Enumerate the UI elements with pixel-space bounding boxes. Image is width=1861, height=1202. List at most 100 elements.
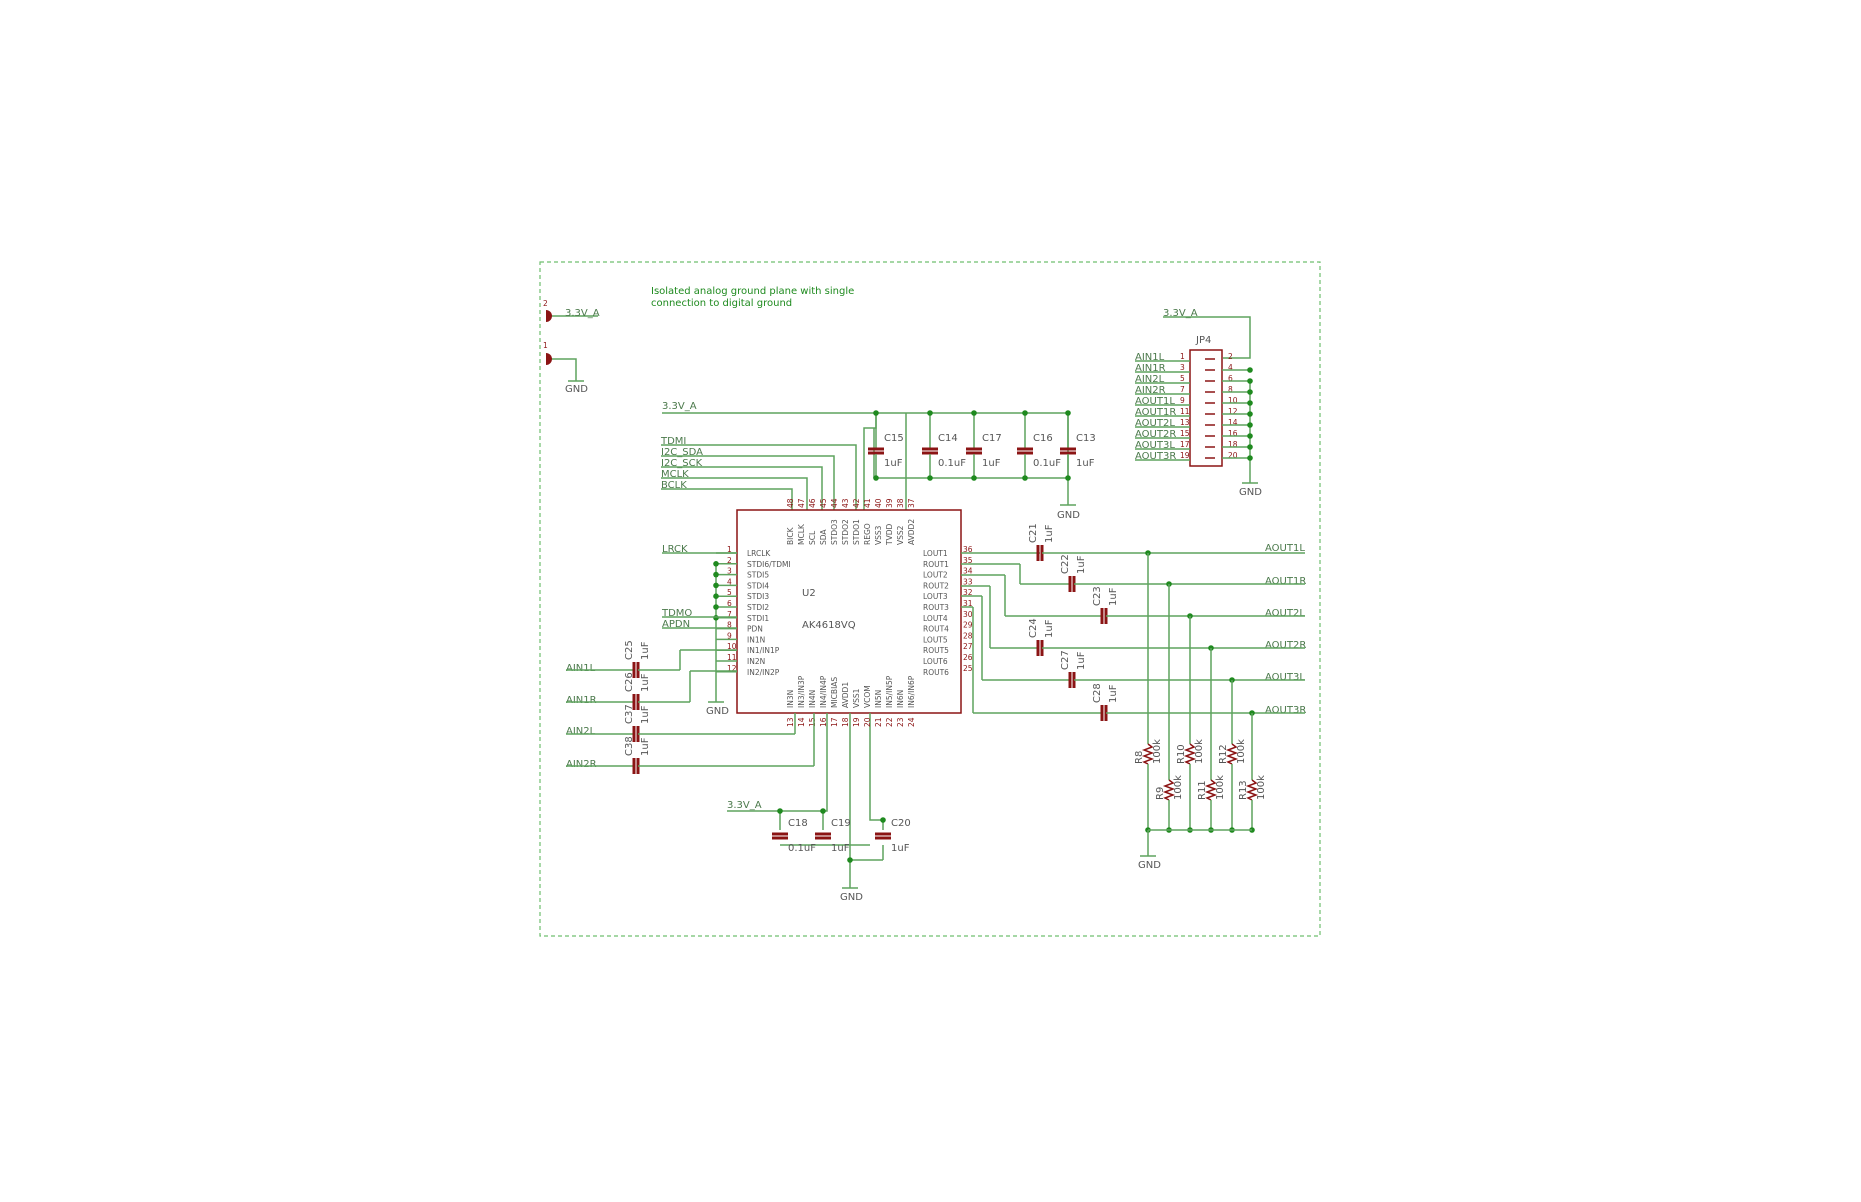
u2-pinname-25: ROUT6: [923, 668, 949, 677]
c22-value: 1uF: [1076, 555, 1087, 574]
net-aout2r: AOUT2R: [1265, 640, 1306, 651]
analog-inputs: AIN1L AIN1R AIN2L AIN2R: [566, 663, 597, 770]
c15-rail-dot: [873, 410, 879, 416]
jp4-connector: JP4 3.3V_A GND: [1163, 308, 1262, 498]
u2-pin-22: 22: [885, 717, 894, 727]
c23-value: 1uF: [1108, 587, 1119, 606]
u2-pinname-46: SCL: [808, 530, 817, 545]
net-ain2l: AIN2L: [566, 726, 596, 737]
net-aout1r: AOUT1R: [1265, 576, 1306, 587]
net-i2c-sda: I2C_SDA: [661, 447, 703, 458]
u2-pinname-40: VSS3: [874, 525, 883, 545]
u2-pinname-34: LOUT2: [923, 571, 948, 580]
u2-pinname-26: LOUT6: [923, 657, 948, 666]
jp4-net-aout2r: AOUT2R: [1135, 429, 1176, 440]
net-lrck: LRCK: [662, 544, 688, 555]
u2-pin-35: 35: [963, 556, 973, 565]
jp4-net-aout3r: AOUT3R: [1135, 451, 1176, 462]
u2-pinname-18: AVDD1: [841, 682, 850, 708]
u2-pinname-45: SDA: [819, 529, 828, 545]
left-nets: LRCK TDMO APDN GND: [661, 544, 729, 717]
u2-pin-45: 45: [819, 498, 828, 508]
u2-pin-48: 48: [786, 498, 795, 508]
jp4-pin-14: 14: [1228, 418, 1238, 427]
u2-pin-21: 21: [874, 717, 883, 727]
u2-pin-8: 8: [727, 621, 732, 630]
u2-pinname-22: IN5/IN5P: [885, 675, 894, 708]
c26-value: 1uF: [640, 673, 651, 692]
u2-pinname-17: MICBIAS: [830, 677, 839, 708]
jp4-gnd-dot-6: [1247, 422, 1253, 428]
u2-pinname-9: IN1N: [747, 635, 765, 644]
u2-pin-6: 6: [727, 599, 732, 608]
r9-ref: R9: [1155, 787, 1166, 800]
c27-value: 1uF: [1076, 651, 1087, 670]
supply-connector-1: [546, 353, 552, 365]
jp4-pin-7: 7: [1180, 385, 1185, 394]
bottom-gnd-label: GND: [840, 892, 863, 903]
u2-pin-30: 30: [963, 610, 973, 619]
c13-gnd-dot: [1065, 475, 1071, 481]
jp4-pin-15: 15: [1180, 429, 1190, 438]
u2-pin-46: 46: [808, 498, 817, 508]
c26-ref: C26: [624, 672, 635, 692]
c13-ref: C13: [1076, 433, 1096, 444]
jp4-gnd-dot-8: [1247, 444, 1253, 450]
u2-pin-16: 16: [819, 717, 828, 727]
c17-gnd-dot: [971, 475, 977, 481]
sheet-frame: [539, 261, 1321, 937]
jp4-pin-4: 4: [1228, 363, 1233, 372]
net-bclk: BCLK: [661, 480, 687, 491]
u2-pin-14: 14: [797, 717, 806, 727]
r11-body: [1204, 779, 1218, 801]
note-line-2: connection to digital ground: [651, 298, 792, 309]
u2-left-dot-5: [713, 593, 719, 599]
u2-pinname-28: LOUT5: [923, 635, 948, 644]
u2-pin-44: 44: [830, 498, 839, 508]
rail-gnd-label: GND: [1057, 510, 1080, 521]
jp4-pin-11: 11: [1180, 407, 1190, 416]
u2-part: AK4618VQ: [802, 620, 856, 631]
u2-pinname-20: VCOM: [863, 685, 872, 708]
jp4-pin-5: 5: [1180, 374, 1185, 383]
jp4-pin-1: 1: [1180, 352, 1185, 361]
jp4-pin-16: 16: [1228, 429, 1238, 438]
jp4-pin-2: 2: [1228, 352, 1233, 361]
jp4-pin-3: 3: [1180, 363, 1185, 372]
supply-gnd-label: GND: [565, 384, 588, 395]
supply-connector-2: [546, 310, 552, 322]
u2-pinname-27: ROUT5: [923, 646, 949, 655]
r12-value: 100k: [1236, 739, 1247, 764]
u2-pinname-8: PDN: [747, 625, 763, 634]
c14-value: 0.1uF: [938, 458, 966, 469]
u2-pin-28: 28: [963, 631, 973, 640]
c14-ref: C14: [938, 433, 958, 444]
jp4-pin-13: 13: [1180, 418, 1190, 427]
c13-rail-dot: [1065, 410, 1071, 416]
r12-body: [1225, 743, 1239, 765]
c13-value: 1uF: [1076, 458, 1095, 469]
net-mclk: MCLK: [661, 469, 689, 480]
analog-outputs: AOUT1L AOUT1R AOUT2L AOUT2R AOUT3L AOUT3…: [1265, 543, 1306, 716]
c28-value: 1uF: [1108, 684, 1119, 703]
jp4-pin-18: 18: [1228, 440, 1238, 449]
c17-ref: C17: [982, 433, 1002, 444]
u2-pin-29: 29: [963, 621, 973, 630]
net-aout1l: AOUT1L: [1265, 543, 1305, 554]
bottom-supply: 3.3V_A GND: [727, 713, 884, 903]
c23-ref: C23: [1092, 586, 1103, 606]
u2-left-dot-2: [713, 561, 719, 567]
c37-value: 1uF: [640, 705, 651, 724]
c17-rail-dot: [971, 410, 977, 416]
u2-pinname-4: STDI4: [747, 581, 769, 590]
u2-pinname-31: ROUT3: [923, 603, 949, 612]
u2-pinname-32: LOUT3: [923, 592, 948, 601]
left-gnd-label: GND: [706, 706, 729, 717]
u2-pin-24: 24: [907, 717, 916, 727]
net-i2c-sck: I2C_SCK: [661, 458, 703, 469]
u2-pinname-43: STDO2: [841, 519, 850, 545]
jp4-3v3-label: 3.3V_A: [1163, 308, 1198, 319]
u2-pinname-3: STDI5: [747, 571, 769, 580]
